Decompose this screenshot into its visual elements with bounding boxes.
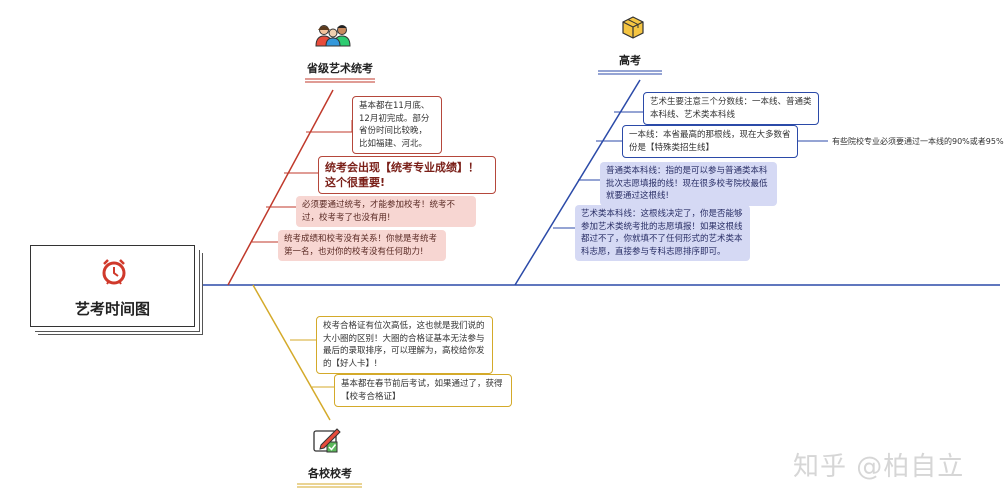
alarm-clock-icon xyxy=(102,259,126,285)
package-box-icon xyxy=(622,16,644,39)
school-branch-line xyxy=(252,284,331,421)
provincial-branch-line xyxy=(227,89,334,286)
root-node[interactable]: 艺考时间图 xyxy=(30,245,195,327)
school-note-certificate-rank[interactable]: 校考合格证有位次高低，这也就是我们说的大小圈的区别！大圈的合格证基本无法参与最后… xyxy=(316,316,493,374)
provincial-note-no-relation[interactable]: 统考成绩和校考没有关系！你就是考统考第一名，也对你的校考没有任何助力! xyxy=(278,230,446,261)
provincial-note-score[interactable]: 统考会出现【统考专业成绩】！这个很重要! xyxy=(318,156,496,194)
school-title: 各校校考 xyxy=(308,467,352,480)
people-group-icon xyxy=(315,25,351,47)
provincial-title: 省级艺术统考 xyxy=(307,62,373,75)
provincial-note-timing[interactable]: 基本都在11月底、12月初完成。部分省份时间比较晚，比如福建、河北。 xyxy=(352,96,442,154)
gaokao-title: 高考 xyxy=(619,54,641,67)
gaokao-note-general-line[interactable]: 普通类本科线：指的是可以参与普通类本科批次志愿填报的线！现在很多校考院校最低就要… xyxy=(600,162,777,206)
gaokao-branch-line xyxy=(514,79,641,286)
root-title: 艺考时间图 xyxy=(74,300,150,318)
gaokao-aside-note: 有些院校专业必须要通过一本线的90%或者95% xyxy=(832,137,1004,146)
watermark-text: 知乎 @柏自立 xyxy=(793,452,965,482)
gaokao-note-three-lines[interactable]: 艺术生要注意三个分数线：一本线、普通类本科线、艺术类本科线 xyxy=(643,92,819,125)
gaokao-note-first-tier[interactable]: 一本线：本省最高的那根线，现在大多数省份是【特殊类招生线】 xyxy=(622,125,798,158)
school-note-exam-time[interactable]: 基本都在春节前后考试，如果通过了，获得【校考合格证】 xyxy=(334,374,512,407)
checklist-pen-icon xyxy=(313,428,341,453)
provincial-note-must-pass[interactable]: 必须要通过统考，才能参加校考！统考不过，校考考了也没有用! xyxy=(296,196,476,227)
gaokao-note-art-line[interactable]: 艺术类本科线：这根线决定了，你是否能够参加艺术类统考批的志愿填报！如果这根线都过… xyxy=(575,205,750,261)
